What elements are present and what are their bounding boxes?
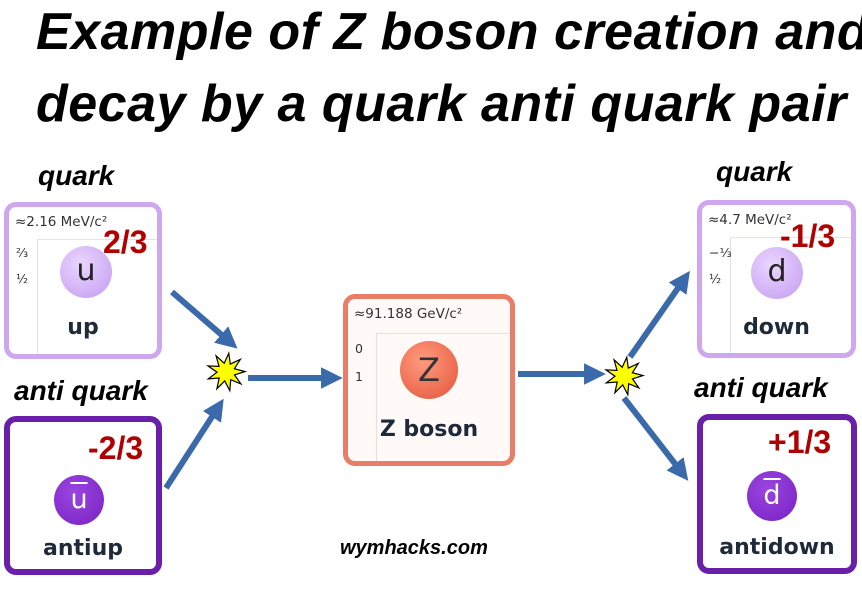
antiup-charge-label: -2/3 bbox=[88, 430, 144, 466]
down-mass: ≈4.7 MeV/c² bbox=[708, 212, 792, 228]
collision-star-icon bbox=[205, 351, 248, 393]
quark-label-left: quark bbox=[38, 160, 115, 191]
arrow-up-to-collision bbox=[170, 289, 238, 349]
arrow-decay-to-down bbox=[627, 270, 690, 359]
z-charge-value: 0 bbox=[355, 341, 363, 356]
antidown-name: antidown bbox=[719, 535, 835, 560]
up-charge-value: ⅔ bbox=[16, 245, 29, 260]
up-name: up bbox=[67, 315, 99, 340]
down-symbol-circle: d bbox=[751, 247, 803, 299]
up-charge-label: 2/3 bbox=[103, 224, 148, 260]
antiup-symbol-circle: u bbox=[54, 475, 104, 525]
title-line-1: Example of Z boson creation and bbox=[36, 3, 862, 61]
up-quark-card: ≈2.16 MeV/c² ⅔ ½ u up bbox=[4, 202, 162, 359]
title-line-2: decay by a quark anti quark pair bbox=[36, 75, 847, 133]
antidown-symbol: d bbox=[763, 480, 781, 511]
down-quark-card: ≈4.7 MeV/c² −⅓ ½ d down bbox=[697, 200, 856, 358]
antiup-symbol: u bbox=[70, 484, 88, 515]
antidown-charge-label: +1/3 bbox=[768, 424, 832, 460]
arrow-decay-to-antidown bbox=[621, 396, 689, 481]
up-symbol: u bbox=[76, 253, 96, 288]
z-boson-card: ≈91.188 GeV/c² 0 1 Z Z boson bbox=[343, 294, 515, 466]
arrow-antiup-to-collision bbox=[163, 398, 224, 490]
z-symbol-circle: Z bbox=[400, 341, 458, 399]
anti-quark-label-right: anti quark bbox=[694, 372, 828, 403]
down-charge-value: −⅓ bbox=[709, 245, 732, 260]
footer-credit: wymhacks.com bbox=[340, 537, 488, 559]
up-mass: ≈2.16 MeV/c² bbox=[15, 214, 108, 230]
antiup-name: antiup bbox=[43, 536, 123, 561]
antiup-card: u antiup bbox=[4, 416, 162, 575]
down-charge-label: -1/3 bbox=[780, 218, 836, 254]
antidown-card: d antidown bbox=[697, 414, 857, 574]
anti-quark-label-left: anti quark bbox=[14, 375, 148, 406]
z-symbol: Z bbox=[418, 351, 440, 389]
up-spin-value: ½ bbox=[16, 271, 29, 286]
z-name: Z boson bbox=[379, 417, 479, 442]
down-spin-value: ½ bbox=[709, 271, 722, 286]
down-symbol: d bbox=[767, 254, 787, 289]
z-spin-value: 1 bbox=[355, 369, 363, 384]
down-name: down bbox=[743, 315, 810, 340]
quark-label-right: quark bbox=[716, 156, 793, 187]
antidown-symbol-circle: d bbox=[747, 471, 797, 521]
decay-star-icon bbox=[603, 355, 646, 397]
up-symbol-circle: u bbox=[60, 246, 112, 298]
z-mass: ≈91.188 GeV/c² bbox=[354, 306, 463, 322]
